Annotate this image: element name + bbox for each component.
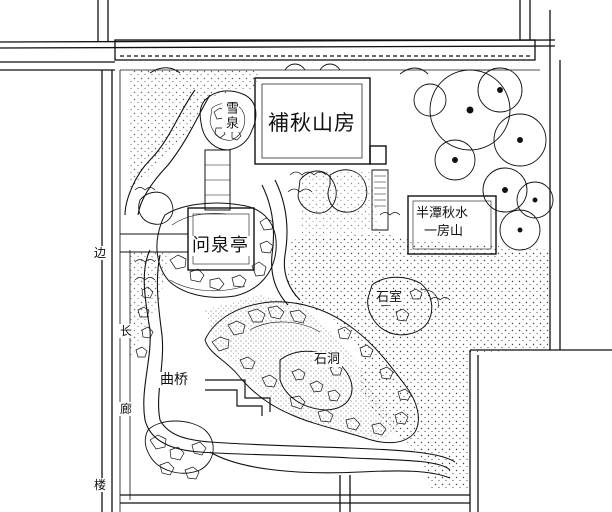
bian-label: 边 bbox=[92, 246, 109, 260]
shishi-label: 石室 bbox=[374, 290, 405, 305]
bantan-qiushui-label: 半潭秋水 bbox=[414, 206, 471, 221]
rockery-outlines bbox=[156, 90, 439, 444]
ground-stipple bbox=[130, 70, 550, 490]
lou-label: 楼 bbox=[92, 478, 109, 492]
xuequan-label: 雪泉 bbox=[222, 100, 239, 132]
buqiu-shanfang-label: 補秋山房 bbox=[266, 111, 358, 135]
yi-fang-shan-label: 一房山 bbox=[422, 224, 466, 239]
trees bbox=[138, 63, 554, 474]
shidong-label: 石洞 bbox=[312, 352, 343, 367]
shrub-clusters bbox=[134, 171, 451, 301]
lang-label: 廊 bbox=[118, 402, 135, 416]
wenquan-ting-label: 问泉亭 bbox=[190, 235, 251, 256]
bantan-building bbox=[407, 195, 497, 255]
chang-label: 长 bbox=[118, 324, 135, 338]
rock-cells bbox=[135, 107, 423, 480]
stream-and-pond bbox=[124, 89, 456, 479]
quqiao-label: 曲桥 bbox=[158, 372, 190, 388]
wenquan-pavilion bbox=[120, 149, 255, 271]
